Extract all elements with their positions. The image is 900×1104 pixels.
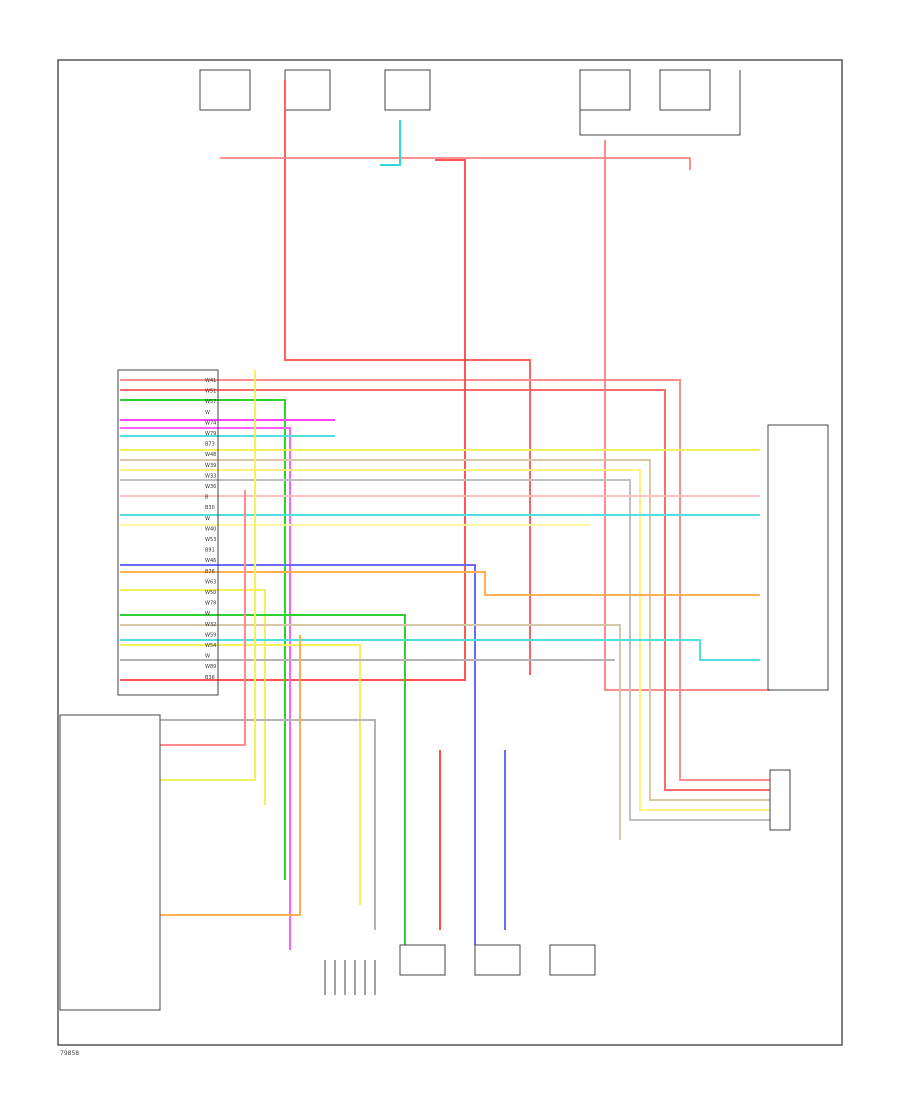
pcm-pin-label: W53 bbox=[205, 537, 216, 543]
pcm-pin-label: W50 bbox=[205, 590, 216, 596]
diagram-border bbox=[57, 59, 843, 1046]
fuse-block-5 bbox=[659, 69, 711, 111]
wire-pink-2 bbox=[120, 379, 770, 781]
solenoid-box-3 bbox=[549, 944, 596, 976]
pcm-pin-label: B30 bbox=[205, 505, 215, 511]
pcm-pin-label: B36 bbox=[205, 675, 215, 681]
pcm-pin-label: B76 bbox=[205, 569, 215, 575]
pcm-pin-label: W57 bbox=[205, 399, 216, 405]
wire-pink-3 bbox=[604, 140, 770, 691]
fuse-block-3 bbox=[384, 69, 431, 111]
pcm-pin-label: W46 bbox=[205, 558, 216, 564]
pcm-connector-body bbox=[117, 369, 219, 696]
relay-box-outline bbox=[579, 70, 741, 136]
pcm-pin-labels: W41W51W57WW74W79B73W48W39W33W36BB30WW40W… bbox=[205, 378, 216, 681]
trans-range-switch-body bbox=[767, 424, 829, 691]
solenoid-box-2 bbox=[474, 944, 521, 976]
pcm-pin-label: B73 bbox=[205, 442, 215, 448]
wire-gray-1 bbox=[120, 479, 770, 821]
pcm-pin-label: W bbox=[205, 410, 210, 416]
pcm-pin-label: W bbox=[205, 516, 210, 522]
pcm-pin-label: W40 bbox=[205, 526, 216, 532]
wire-pink-4 bbox=[160, 490, 246, 746]
trans-solenoid-connector bbox=[769, 769, 791, 831]
fuse-block-4 bbox=[579, 69, 631, 111]
pcm-pin-label: W51 bbox=[205, 389, 216, 395]
wire-red-1 bbox=[284, 80, 531, 675]
pcm-pin-label: W78 bbox=[205, 601, 216, 607]
pcm-pin-label: W59 bbox=[205, 632, 216, 638]
ground-splice bbox=[324, 960, 376, 995]
pcm-pin-label: W39 bbox=[205, 463, 216, 469]
wire-pink-1 bbox=[220, 157, 691, 170]
pcm-pin-label: W bbox=[205, 654, 210, 660]
wire-tan-1 bbox=[120, 459, 770, 801]
footer-code: 79858 bbox=[60, 1050, 79, 1057]
pcm-pin-label: W63 bbox=[205, 579, 216, 585]
pcm-pin-label: W79 bbox=[205, 431, 216, 437]
pcm-pin-label: W36 bbox=[205, 484, 216, 490]
pcm-pin-label: W54 bbox=[205, 643, 216, 649]
wire-blue-1 bbox=[120, 564, 476, 945]
pcm-pin-label: B bbox=[205, 495, 209, 501]
wire-green-2 bbox=[120, 614, 406, 945]
pcm-pin-label: W89 bbox=[205, 664, 216, 670]
pcm-pin-label: W33 bbox=[205, 473, 216, 479]
wire-red-2 bbox=[120, 389, 770, 791]
wire-cyan-1 bbox=[380, 120, 401, 166]
fuse-block-1 bbox=[199, 69, 251, 111]
solenoid-box-1 bbox=[399, 944, 446, 976]
wire-layer bbox=[120, 80, 770, 950]
fuse-box-top bbox=[199, 69, 741, 136]
wire-red-3 bbox=[120, 159, 466, 681]
wire-yellow-5 bbox=[160, 370, 256, 781]
wire-tan-2 bbox=[120, 624, 621, 840]
pcm-pin-label: W41 bbox=[205, 378, 216, 384]
pcm-pin-label: W32 bbox=[205, 622, 216, 628]
wire-yellow-4 bbox=[120, 644, 361, 905]
pcm-pin-label: B91 bbox=[205, 548, 215, 554]
trans-range-switch bbox=[767, 424, 829, 691]
pcm-pin-label: W74 bbox=[205, 420, 216, 426]
trans-harness-connector bbox=[59, 714, 161, 1011]
solenoid-boxes bbox=[399, 944, 596, 976]
wire-cyan-4 bbox=[120, 639, 760, 661]
pcm-pin-label: W bbox=[205, 611, 210, 617]
wire-orange-1 bbox=[120, 571, 760, 596]
pcm-connector: W41W51W57WW74W79B73W48W39W33W36BB30WW40W… bbox=[117, 369, 219, 696]
trans-harness-body bbox=[59, 714, 161, 1011]
wire-yellow-3 bbox=[120, 589, 266, 805]
wire-magenta-2 bbox=[120, 427, 291, 950]
fuse-block-2 bbox=[284, 69, 331, 111]
pcm-pin-label: W48 bbox=[205, 452, 216, 458]
wire-gray-3 bbox=[160, 719, 376, 930]
wire-orange-2 bbox=[160, 635, 301, 916]
trans-solenoid-connector-body bbox=[769, 769, 791, 831]
